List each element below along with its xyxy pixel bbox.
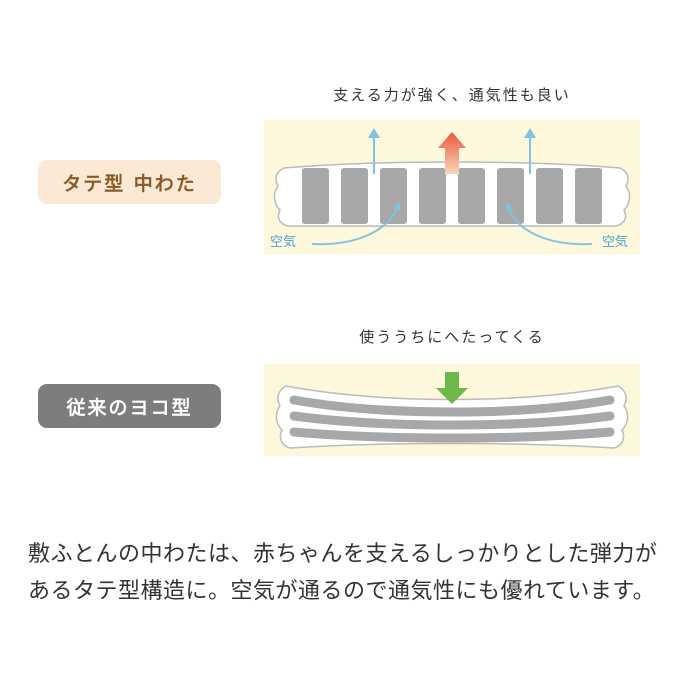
fiber-column <box>302 168 329 224</box>
horizontal-fiber-layers <box>289 395 615 443</box>
fiber-layer <box>289 427 615 443</box>
support-up-arrow <box>438 132 466 174</box>
fiber-column <box>458 168 485 224</box>
horizontal-type-diagram <box>264 364 640 456</box>
fiber-column <box>536 168 563 224</box>
air-up-arrow <box>524 128 536 174</box>
air-up-arrow <box>368 128 380 174</box>
vertical-type-caption: 支える力が強く、通気性も良い <box>333 86 571 104</box>
fiber-layer <box>289 395 615 417</box>
air-flow-left-arrow <box>311 202 401 246</box>
vertical-fiber-columns <box>302 168 602 224</box>
air-label-left: 空気 <box>270 234 296 250</box>
fiber-column <box>341 168 368 224</box>
fiber-layer <box>289 411 615 430</box>
horizontal-type-label: 従来のヨコ型 <box>38 384 221 428</box>
vertical-type-diagram: 空気 空気 <box>264 120 640 254</box>
air-flow-right-arrow <box>505 202 593 246</box>
fiber-column <box>497 168 524 224</box>
description-text: 敷ふとんの中わたは、赤ちゃんを支えるしっかりとした弾力があるタテ型構造に。空気が… <box>28 542 658 604</box>
vertical-futon-illustration: 空気 空気 <box>270 128 631 250</box>
compression-down-arrow <box>436 372 468 404</box>
fiber-column <box>575 168 602 224</box>
air-label-right: 空気 <box>602 234 628 250</box>
vertical-type-label: タテ型 中わた <box>38 160 221 204</box>
fiber-column <box>419 168 446 224</box>
horizontal-type-caption: 使ううちにへたってくる <box>359 328 545 346</box>
horizontal-futon-illustration <box>275 372 629 449</box>
